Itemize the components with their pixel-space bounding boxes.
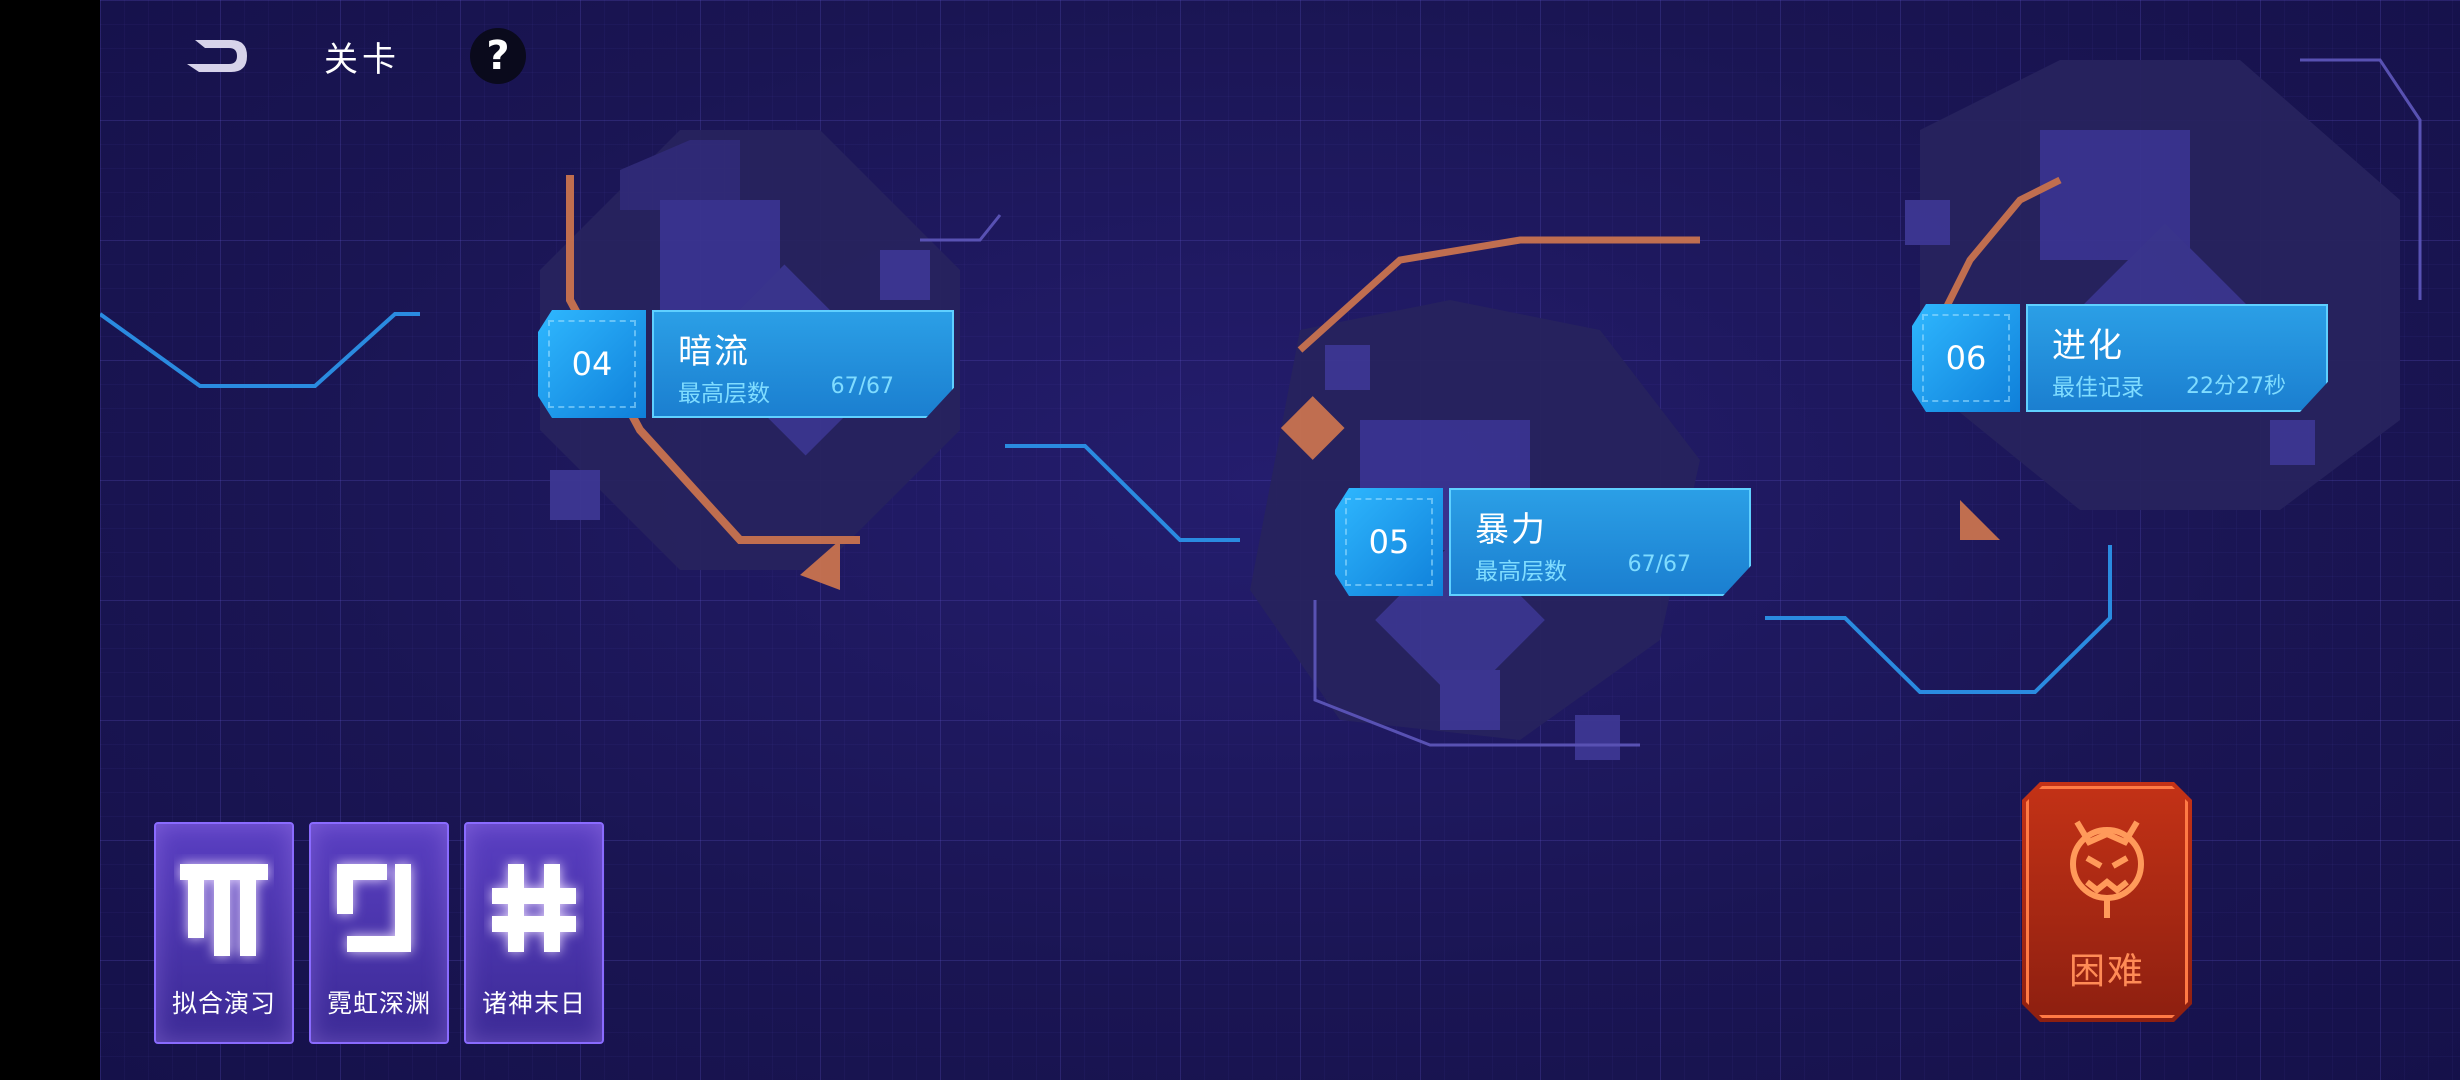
level-number: 04 [538,310,646,418]
level-info-panel: 进化 最佳记录 22分27秒 [2026,304,2328,412]
level-stat-value: 67/67 [830,374,894,399]
question-icon[interactable]: ? [470,28,526,84]
level-number: 05 [1335,488,1443,596]
level-structure-06 [1905,58,2422,540]
level-card-06[interactable]: 06 进化 最佳记录 22分27秒 [1912,304,2332,412]
level-stat-value: 22分27秒 [2186,374,2286,399]
level-info-panel: 暴力 最高层数 67/67 [1449,488,1751,596]
back-arrow-icon[interactable] [185,34,251,78]
level-stat-label: 最高层数 [678,381,770,407]
difficulty-button[interactable]: 困难 [2022,782,2192,1022]
mode-label: 霓虹深渊 [326,989,431,1018]
level-number: 06 [1912,304,2020,412]
level-card-04[interactable]: 04 暗流 最高层数 67/67 [538,310,958,418]
difficulty-label: 困难 [2068,951,2145,992]
game-stage: 关卡 ? 04 暗流 最高层数 67/67 05 暴力 最高层数 67/67 0… [100,0,2460,1080]
mode-label: 拟合演习 [171,989,276,1018]
level-name: 暴力 [1475,510,1547,550]
demon-face-icon [2057,812,2157,922]
level-name: 暗流 [678,332,750,372]
path-line [1765,545,2112,694]
hash-glyph-icon [492,864,576,952]
mode-label: 诸神末日 [481,989,586,1018]
level-name: 进化 [2052,326,2124,366]
mode-card-ragnarok[interactable]: 诸神末日 [464,822,604,1044]
mode-card-neon-abyss[interactable]: 霓虹深渊 [309,822,449,1044]
level-info-panel: 暗流 最高层数 67/67 [652,310,954,418]
path-line [100,312,420,388]
path-line [1005,444,1240,542]
mode-card-fit-drill[interactable]: 拟合演习 [154,822,294,1044]
fit-glyph-icon [180,864,268,956]
neon-glyph-icon [337,864,411,952]
page-title: 关卡 [324,40,400,80]
level-stat-label: 最佳记录 [2052,375,2144,401]
difficulty-frame [2026,786,2188,1018]
level-stat-label: 最高层数 [1475,559,1567,585]
level-card-05[interactable]: 05 暴力 最高层数 67/67 [1335,488,1755,596]
level-stat-value: 67/67 [1627,552,1691,577]
